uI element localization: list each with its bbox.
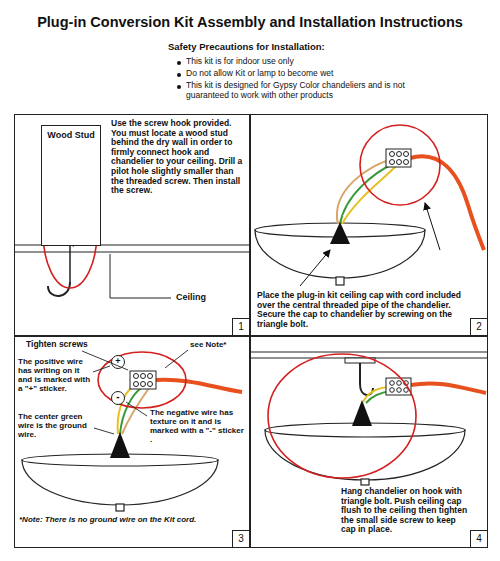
wood-stud: Wood Stud	[41, 125, 101, 246]
wire-callout: The center green wire is the ground wire…	[18, 412, 92, 439]
bullet-dot	[177, 85, 181, 89]
step-panel: Hang chandelier on hook with triangle bo…	[250, 336, 488, 548]
polarity-sign: -	[112, 391, 124, 402]
chandelier-bowl	[22, 454, 218, 511]
wire-callout: The positive wire has writing on it and …	[18, 357, 92, 393]
highlight-circle	[360, 125, 440, 205]
step-panel: Place the plug-in kit ceiling cap with c…	[250, 114, 488, 336]
highlight-circle	[268, 354, 416, 478]
wire-callout: The negative wire has texture on it and …	[150, 408, 246, 444]
note-callout: see Note*	[190, 340, 226, 349]
ceiling-drywall	[14, 245, 250, 252]
sticker-circle	[112, 392, 125, 405]
step-number: 4	[470, 530, 488, 548]
triangle-bolt	[110, 432, 130, 458]
polarity-sign: +	[112, 356, 124, 366]
safety-item: Do not allow Kit or lamp to become wet	[186, 69, 476, 79]
step-number: 1	[232, 318, 250, 336]
highlight-circle	[98, 352, 186, 408]
bullet-dot	[177, 61, 181, 65]
step-number: 3	[232, 530, 250, 548]
instruction-text: Place the plug-in kit ceiling cap with c…	[257, 291, 462, 329]
screw-hook	[360, 363, 373, 395]
pointer-arrow	[300, 250, 330, 286]
ceiling-drywall	[250, 352, 488, 358]
instruction-text: Wood Stud	[42, 130, 100, 140]
instruction-text: Hang chandelier on hook with triangle bo…	[341, 487, 469, 535]
sticker-circle	[112, 356, 125, 369]
instruction-callout: Tighten screws	[26, 340, 88, 350]
leader-line	[110, 254, 171, 298]
step-panel: Use the screw hook provided. You must lo…	[14, 114, 250, 336]
title: Plug-in Conversion Kit Assembly and Inst…	[0, 14, 500, 30]
section-heading: Safety Precautions for Installation:	[168, 42, 468, 53]
safety-item: This kit is for indoor use only	[186, 57, 476, 67]
triangle-bolt	[352, 400, 372, 426]
terminal-block	[130, 371, 156, 389]
pointer-arrow	[425, 203, 440, 250]
chandelier-bowl	[255, 223, 425, 285]
step-number: 2	[470, 318, 488, 336]
part-label: Ceiling	[176, 292, 206, 302]
instruction-text: Use the screw hook provided. You must lo…	[111, 119, 245, 196]
instruction-text: *Note: There is no ground wire on the Ki…	[19, 515, 215, 524]
safety-item: This kit is designed for Gypsy Color cha…	[186, 81, 446, 100]
triangle-bolt	[330, 222, 350, 244]
bullet-dot	[177, 73, 181, 77]
wires	[363, 383, 486, 403]
terminal-block	[386, 149, 411, 167]
